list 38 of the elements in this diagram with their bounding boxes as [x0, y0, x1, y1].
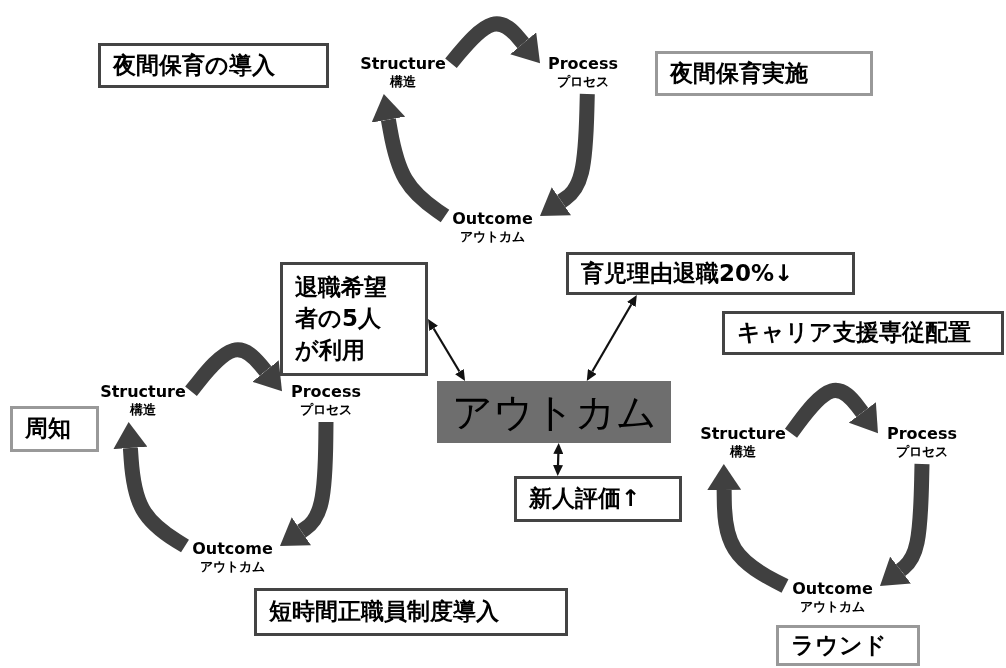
- box-text: 周知: [25, 414, 71, 444]
- text-box: [722, 311, 1004, 355]
- box-text: キャリア支援専従配置: [737, 318, 971, 348]
- text-box: [566, 252, 855, 295]
- stage-label-japanese: アウトカム: [460, 228, 525, 246]
- box-text: 夜間保育の導入: [113, 50, 275, 80]
- stage-label-japanese: アウトカム: [200, 558, 265, 576]
- text-box: [98, 43, 329, 88]
- stage-label-japanese: アウトカム: [800, 598, 865, 616]
- box-text: 新人評価↑: [529, 484, 641, 514]
- text-box: [280, 262, 428, 376]
- box-text: 育児理由退職20%↓: [581, 258, 794, 288]
- stage-label-japanese: プロセス: [557, 73, 609, 91]
- stage-label-japanese: 構造: [390, 73, 416, 91]
- stage-label: Process: [548, 53, 618, 74]
- box-text: 夜間保育実施: [670, 58, 808, 88]
- stage-label: Structure: [700, 423, 786, 444]
- text-box: [254, 588, 568, 636]
- box-text: ラウンド: [791, 630, 887, 660]
- text-box: [514, 476, 682, 522]
- stage-label-japanese: 構造: [130, 401, 156, 419]
- stage-label: Process: [291, 381, 361, 402]
- box-text: 短時間正職員制度導入: [269, 597, 499, 627]
- stage-label: Structure: [100, 381, 186, 402]
- box-text: 退職希望者の5人が利用: [295, 273, 388, 365]
- stage-label: Process: [887, 423, 957, 444]
- stage-label: Outcome: [452, 208, 533, 229]
- stage-label: Outcome: [792, 578, 873, 599]
- stage-label-japanese: 構造: [730, 443, 756, 461]
- text-box: [655, 51, 873, 96]
- stage-label-japanese: プロセス: [896, 443, 948, 461]
- text-box: [776, 625, 920, 666]
- outcome-box: [437, 381, 671, 443]
- stage-label: Outcome: [192, 538, 273, 559]
- stage-label: Structure: [360, 53, 446, 74]
- text-box: [10, 406, 99, 452]
- stage-label-japanese: プロセス: [300, 401, 352, 419]
- box-text: アウトカム: [451, 388, 657, 437]
